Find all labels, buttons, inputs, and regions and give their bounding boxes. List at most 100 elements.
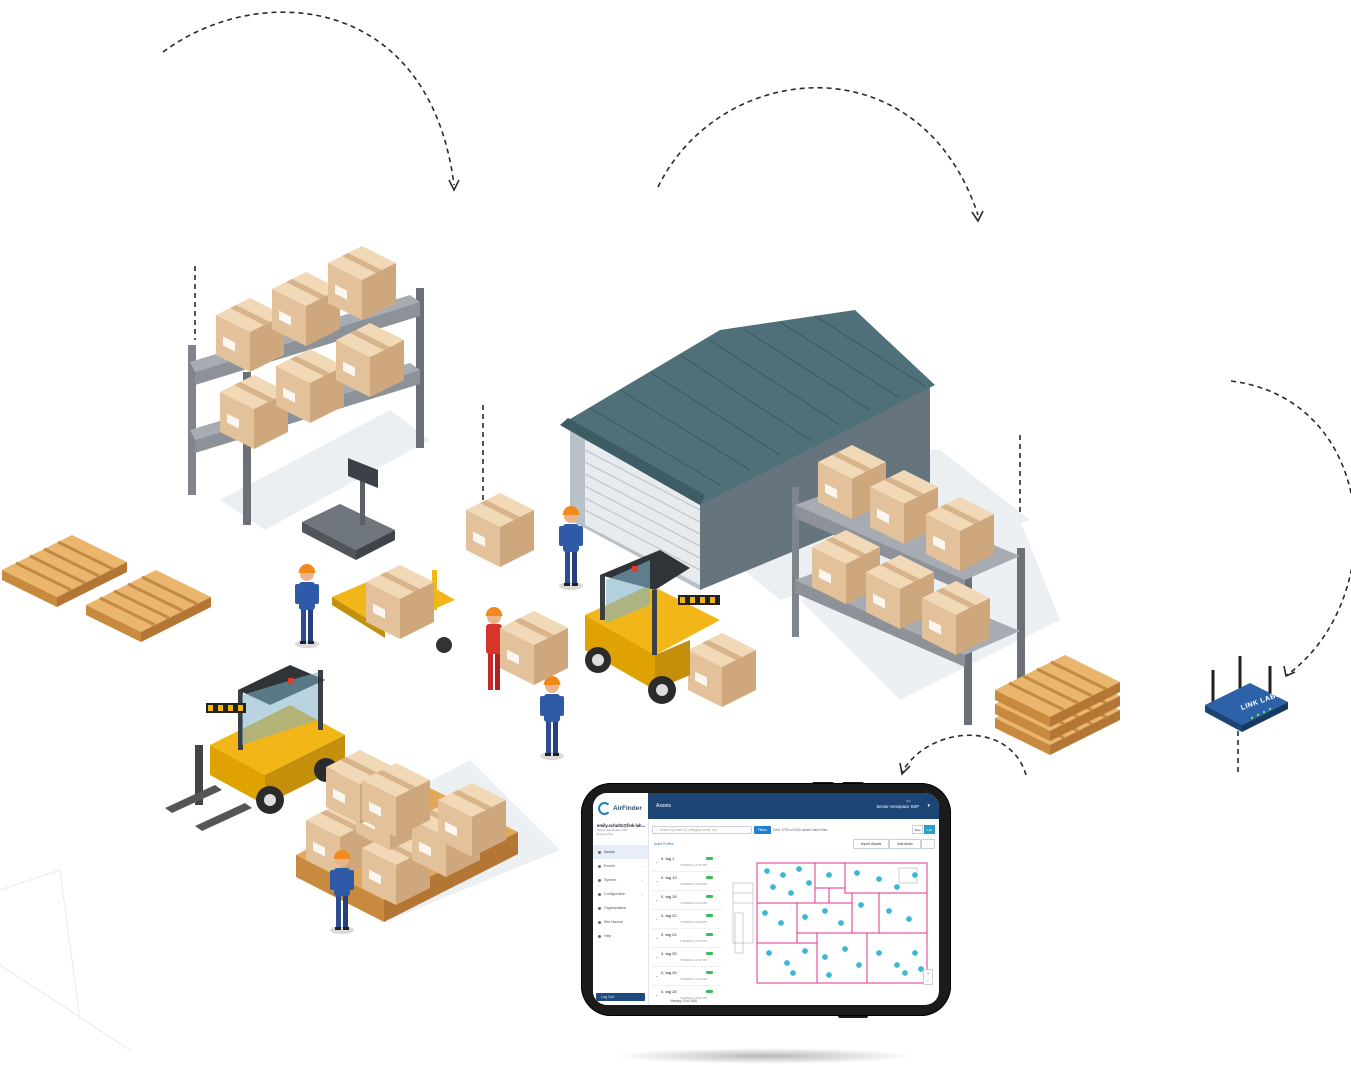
page-title: Assets bbox=[656, 803, 672, 809]
sidebar-item-label: Help bbox=[604, 934, 612, 938]
tablet-screen: AirFinder emily.schultz@link-lab... Seni… bbox=[593, 793, 939, 1005]
more-options-button[interactable]: ... bbox=[921, 839, 935, 849]
app-sidebar: AirFinder emily.schultz@link-lab... Seni… bbox=[593, 793, 649, 1005]
status-badge bbox=[706, 952, 713, 955]
filters-label: Filters bbox=[758, 827, 767, 832]
search-icon: ⌕ bbox=[656, 827, 658, 832]
site-select[interactable]: Senior Aerospace SSP bbox=[876, 804, 919, 809]
chevron-down-icon[interactable]: ⌄ bbox=[655, 859, 659, 864]
user-org: Senior Aerospace SSP · Engineering bbox=[597, 828, 630, 836]
status-badge bbox=[706, 933, 713, 936]
chevron-down-icon[interactable]: ⌄ bbox=[655, 954, 659, 959]
asset-time: 7/15/2021 12:47 PM bbox=[680, 958, 708, 962]
search-input[interactable]: ⌕ Search by Asset ID, category, name, et… bbox=[652, 825, 752, 834]
asset-time: 7/15/2021 12:28 PM bbox=[680, 882, 708, 886]
gear-icon bbox=[598, 892, 601, 896]
signal-arcs bbox=[162, 11, 1351, 776]
pagination-text: Viewing 10 of 1406 bbox=[670, 999, 698, 1003]
sidebar-item-label: Assets bbox=[604, 850, 615, 854]
status-badge bbox=[706, 990, 713, 993]
view-toggle: Map List bbox=[912, 825, 935, 834]
sidebar-item-assets[interactable]: Assets bbox=[593, 845, 648, 859]
asset-name: 0. tag 13 bbox=[661, 875, 677, 880]
chevron-down-icon[interactable]: ▾ bbox=[927, 803, 930, 809]
sidebar-item-label: Site Manual bbox=[604, 920, 623, 924]
forklift-center bbox=[585, 550, 720, 704]
tablet-device: AirFinder emily.schultz@link-lab... Seni… bbox=[581, 783, 951, 1016]
app-header: Assets Site Senior Aerospace SSP ▾ bbox=[648, 793, 939, 819]
site-label: Site bbox=[905, 799, 911, 803]
asset-name: 0. tag 25 bbox=[661, 951, 677, 956]
sidebar-item-help[interactable]: Help bbox=[593, 929, 648, 943]
sidebar-item-label: Events bbox=[604, 864, 615, 868]
sidebar-item-configuration[interactable]: Configuration › bbox=[593, 887, 648, 901]
asset-name: 0. tag 22 bbox=[661, 913, 677, 918]
asset-name: 0. tag 1 bbox=[661, 856, 675, 861]
asset-name: 0. tag 24 bbox=[661, 932, 677, 937]
asset-time: 7/15/2021 12:44 PM bbox=[680, 977, 708, 981]
selection-label[interactable]: Asset Profiles bbox=[654, 842, 674, 846]
pallet-stack-right bbox=[993, 653, 1122, 757]
iot-router bbox=[1205, 656, 1288, 732]
wrench-icon bbox=[598, 920, 601, 924]
sidebar-item-site-manual[interactable]: Site Manual bbox=[593, 915, 648, 929]
arc-arrowheads bbox=[448, 179, 1296, 776]
org-icon bbox=[598, 906, 601, 910]
floor-grid bbox=[0, 869, 131, 1051]
logout-button[interactable]: Log Out bbox=[596, 993, 645, 1001]
chevron-right-icon: › bbox=[641, 877, 643, 883]
tablet-button-bottom bbox=[838, 1014, 868, 1018]
view-map-button[interactable]: Map bbox=[912, 825, 923, 834]
right-shelf bbox=[792, 445, 1025, 725]
asset-time: 7/15/2021 12:23 PM bbox=[680, 901, 708, 905]
add-asset-button[interactable]: Add Asset bbox=[889, 839, 921, 849]
chevron-down-icon[interactable]: ⌄ bbox=[655, 935, 659, 940]
chevron-down-icon[interactable]: ⌄ bbox=[655, 973, 659, 978]
asset-toolbar: Asset Profiles Import Assets Add Asset .… bbox=[652, 839, 935, 849]
chevron-down-icon[interactable]: ⌄ bbox=[655, 992, 659, 997]
tag-lines bbox=[194, 266, 1239, 775]
tagged-box bbox=[466, 493, 534, 567]
sidebar-item-events[interactable]: Events › bbox=[593, 859, 648, 873]
sidebar-item-label: System bbox=[604, 878, 616, 882]
sidebar-item-system[interactable]: System › bbox=[593, 873, 648, 887]
app-logo: AirFinder bbox=[598, 801, 642, 815]
asset-name: 0. tag 15 bbox=[661, 894, 677, 899]
filters-button[interactable]: Filters bbox=[754, 825, 771, 834]
sidebar-item-label: Organizations bbox=[604, 906, 627, 910]
view-list-button[interactable]: List bbox=[924, 825, 935, 834]
status-badge bbox=[706, 895, 713, 898]
bell-icon bbox=[598, 864, 601, 868]
chevron-right-icon: › bbox=[641, 891, 643, 897]
chevron-right-icon: › bbox=[641, 863, 643, 869]
worker-red bbox=[485, 607, 568, 690]
chevron-down-icon[interactable]: ⌄ bbox=[655, 916, 659, 921]
sidebar-nav: Assets Events › System › Configuration › bbox=[593, 845, 648, 943]
help-icon bbox=[598, 934, 601, 938]
floor-plan-svg bbox=[732, 862, 928, 984]
airfinder-logo-icon bbox=[598, 801, 611, 815]
pallet-jack bbox=[332, 565, 455, 653]
warehouse-building bbox=[560, 310, 935, 590]
forklift-box bbox=[688, 633, 756, 707]
sidebar-item-organizations[interactable]: Organizations bbox=[593, 901, 648, 915]
map-zoom-control[interactable]: +− bbox=[923, 969, 933, 985]
worker-clipboard bbox=[295, 564, 319, 648]
results-count: Total: 170% of 1900 assets match filter. bbox=[772, 827, 829, 832]
search-placeholder: Search by Asset ID, category, name, etc. bbox=[659, 827, 718, 832]
import-assets-button[interactable]: Import Assets bbox=[853, 839, 889, 849]
status-badge bbox=[706, 876, 713, 879]
chevron-down-icon[interactable]: ⌄ bbox=[655, 878, 659, 883]
chevron-down-icon[interactable]: ⌄ bbox=[655, 897, 659, 902]
system-icon bbox=[598, 878, 601, 882]
floor-plan-map[interactable]: +− bbox=[729, 853, 935, 989]
